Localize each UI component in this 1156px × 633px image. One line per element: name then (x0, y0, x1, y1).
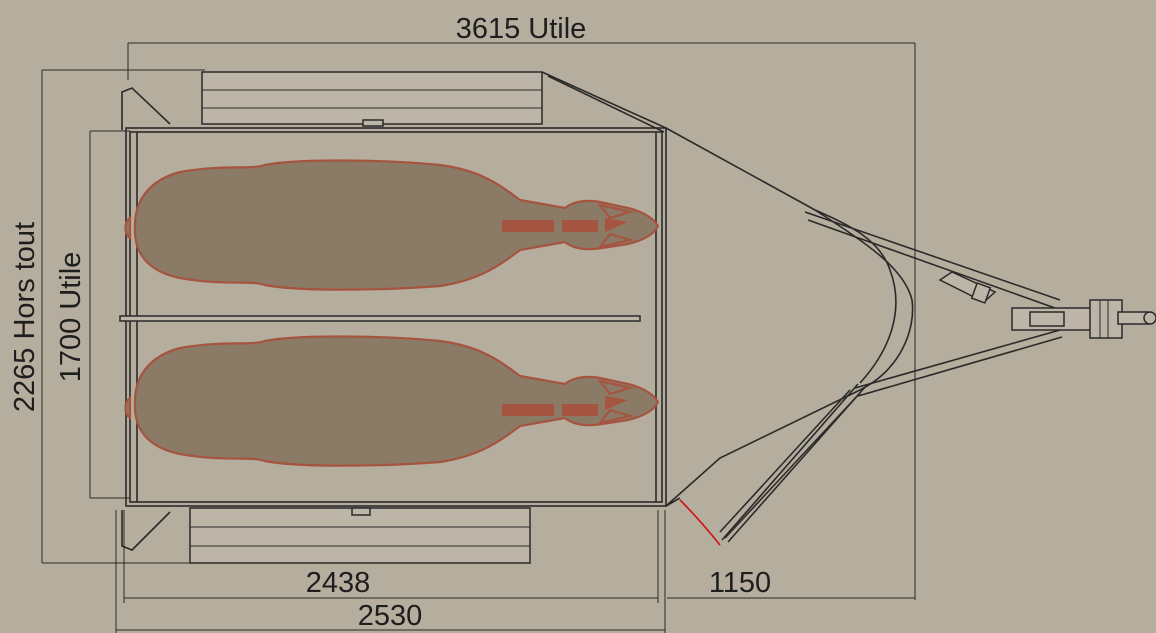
swing-arc (679, 499, 721, 546)
drawbar-length-label: 1150 (709, 567, 771, 599)
box-length-outer-label: 2530 (358, 600, 423, 632)
dimension-lines (41, 42, 916, 633)
coupling-head (1011, 299, 1156, 339)
inner-width-label: 1700 Utile (55, 252, 87, 383)
box-length-inner-label: 2438 (306, 567, 371, 599)
upper-horse (124, 159, 660, 291)
front-nose (541, 71, 914, 507)
lower-horse (124, 335, 660, 467)
trailer-box (119, 127, 667, 507)
rear-upper-bracket (121, 87, 171, 130)
overall-width-label: 2265 Hors tout (9, 222, 41, 412)
total-length-label: 3615 Utile (456, 13, 587, 45)
drawbar (719, 211, 1063, 543)
jockey-wheel (938, 271, 997, 304)
rear-lower-bracket (121, 510, 171, 551)
upper-fender (201, 71, 543, 127)
lower-fender (189, 507, 531, 564)
